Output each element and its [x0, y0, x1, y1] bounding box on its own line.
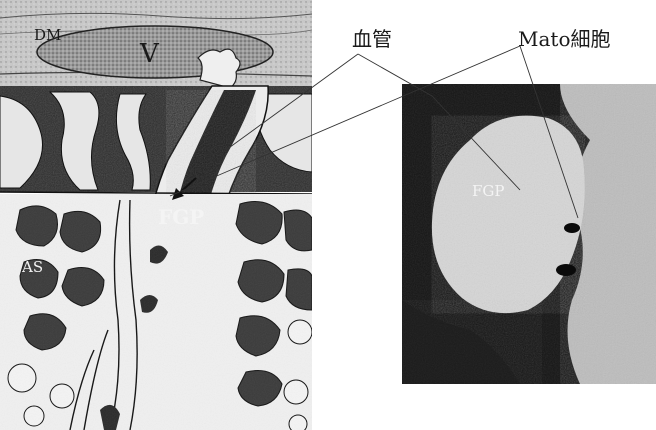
callout-blood-vessel: 血管 [352, 27, 392, 51]
callout-mato-cell: Mato細胞 [518, 27, 610, 51]
label-dm: DM [34, 26, 61, 44]
label-fgp-sem: FGP [472, 182, 504, 200]
label-v: V [139, 39, 160, 69]
sem-micrograph: FGP [402, 84, 656, 384]
brain-section-drawing: DM V FGP AS [0, 0, 312, 430]
label-as: AS [21, 258, 43, 276]
label-fgp-drawing: FGP [158, 205, 204, 229]
